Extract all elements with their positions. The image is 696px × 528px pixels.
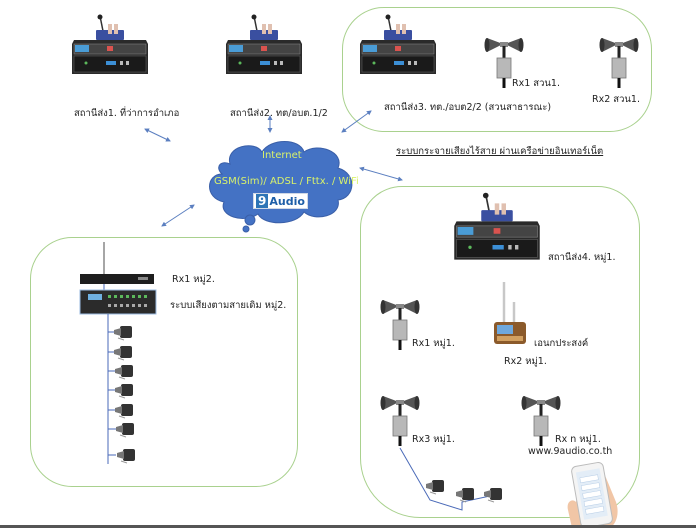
logo-text: Audio <box>269 194 305 208</box>
station3-label: สถานีส่ง3. ทต./อบต2/2 (สวนสาธารณะ) <box>384 102 552 113</box>
village2-wired-speakers <box>107 314 136 464</box>
village1-rx1-label: Rx1 หมู่1. <box>412 338 455 349</box>
rx3-speaker-icon <box>455 487 475 503</box>
village1-rx2-radio-icon <box>494 282 526 344</box>
village1-rxn-label: Rx n หมู่1. <box>555 434 601 445</box>
rx3-speaker-icon <box>483 487 503 503</box>
bottom-edge-bar <box>0 525 696 528</box>
wired-speaker-icon <box>108 345 133 361</box>
village1-rx2-label: Rx2 หมู่1. <box>504 356 547 367</box>
arrow-cloud-village2 <box>161 204 195 227</box>
website-label: www.9audio.co.th <box>528 446 613 457</box>
station4-mixer-icon <box>453 191 541 261</box>
village2-rx1-label: Rx1 หมู่2. <box>172 274 215 285</box>
wired-speaker-icon <box>108 403 134 419</box>
rx3-wired-speakers <box>399 447 503 511</box>
park-rx1-label: Rx1 สวน1. <box>512 78 560 89</box>
arrow-cloud-village1 <box>359 166 403 182</box>
cloud-connection-types: GSM(Sim)/ ADSL / Fttx. / WiFi <box>214 176 359 187</box>
cloud-internet-label: Internet <box>262 150 302 161</box>
smartphone-app-icon <box>567 461 618 528</box>
internet-cloud-icon <box>209 141 353 233</box>
village1-rx3-label: Rx3 หมู่1. <box>412 434 455 445</box>
village2-group-frame <box>30 237 298 487</box>
park-rx2-label: Rx2 สวน1. <box>592 94 640 105</box>
rx3-speaker-icon <box>425 479 445 495</box>
station4-label: สถานีส่ง4. หมู่1. <box>548 252 616 263</box>
diagram-title: ระบบกระจายเสียงไร้สาย ผ่านเครือข่ายอินเท… <box>396 146 604 157</box>
village1-rx2-desc-label: เอนกประสงค์ <box>534 338 589 349</box>
wired-speaker-icon <box>108 325 133 341</box>
arrow-station3-cloud <box>341 110 372 133</box>
village2-receiver-icon <box>79 242 157 315</box>
wired-speaker-icon <box>108 364 134 380</box>
village1-group-frame <box>360 186 640 518</box>
9audio-logo: 9 Audio <box>253 193 308 209</box>
station1-label: สถานีส่ง1. ที่ว่าการอำเภอ <box>74 108 180 119</box>
wired-speaker-icon <box>108 422 135 438</box>
logo-digit: 9 <box>256 194 269 208</box>
wired-speaker-icon <box>108 448 136 464</box>
station2-label: สถานีส่ง2. ทต/อบต.1/2 <box>230 108 328 119</box>
wired-speaker-icon <box>108 383 134 399</box>
arrow-station1-cloud <box>144 128 171 142</box>
park-group-frame <box>342 7 652 132</box>
village2-wired-label: ระบบเสียงตามสายเดิม หมู่2. <box>170 300 287 311</box>
